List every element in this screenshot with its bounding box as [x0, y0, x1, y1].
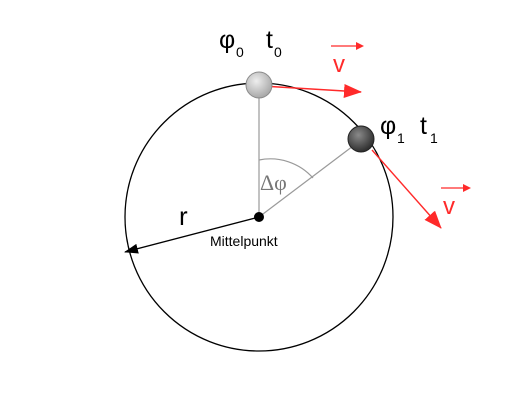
delta-phi-arc — [258, 158, 314, 179]
label-phi0-subscript: 0 — [236, 44, 244, 60]
vector-bar-right-head — [463, 184, 471, 192]
label-radius: r — [179, 201, 188, 231]
velocity-arrow-top — [261, 83, 362, 98]
label-phi1: φ — [380, 112, 396, 140]
label-delta-phi: Δφ — [260, 170, 287, 195]
radius-line-end — [258, 139, 362, 218]
label-t1-subscript: 1 — [430, 130, 438, 146]
label-center: Mittelpunkt — [210, 233, 278, 249]
radius-arrow — [124, 216, 260, 254]
label-phi0: φ — [219, 26, 235, 54]
label-t1: t — [420, 112, 427, 140]
label-velocity-top: v — [333, 51, 345, 78]
ball-start — [245, 71, 273, 99]
label-velocity-right: v — [443, 193, 455, 220]
vector-bar-top-head — [356, 42, 364, 50]
center-point — [254, 212, 264, 222]
ball-end — [347, 125, 375, 153]
label-t0: t — [266, 26, 273, 54]
velocity-arrow-right — [371, 149, 442, 229]
label-phi1-subscript: 1 — [397, 130, 405, 146]
label-t0-subscript: 0 — [274, 44, 282, 60]
